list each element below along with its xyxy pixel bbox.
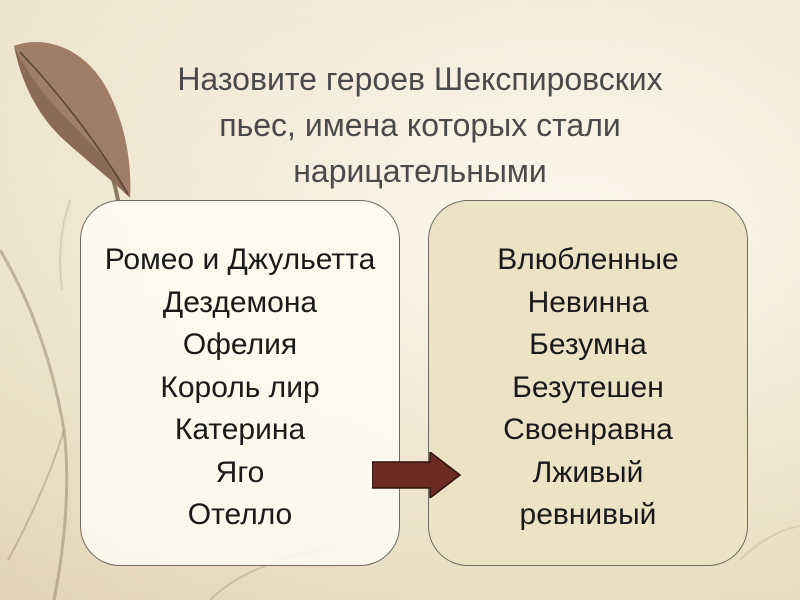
trait-item: Безумна <box>529 328 647 361</box>
hero-item: Катерина <box>174 413 306 446</box>
trait-item: ревнивый <box>519 498 657 531</box>
trait-item: Безутешен <box>512 370 664 404</box>
hero-item: Ромео и Джульетта <box>104 243 376 276</box>
trait-item: Своенравна <box>503 413 673 446</box>
right-arrow-icon <box>372 452 462 498</box>
trait-item: Лживый <box>532 455 644 489</box>
slide-title: Назовите героев Шекспировских пьес, имен… <box>177 61 663 189</box>
heroes-panel: Ромео и Джульетта Дездемона Офелия Корол… <box>80 200 400 566</box>
hero-item: Дездемона <box>162 285 318 319</box>
hero-item: Яго <box>215 455 265 489</box>
hero-item: Офелия <box>182 328 298 361</box>
trait-item: Невинна <box>527 285 649 319</box>
hero-item: Король лир <box>160 370 320 404</box>
hero-item: Отелло <box>187 498 293 531</box>
traits-panel: Влюбленные Невинна Безумна Безутешен Сво… <box>428 200 748 566</box>
trait-item: Влюбленные <box>497 243 679 276</box>
